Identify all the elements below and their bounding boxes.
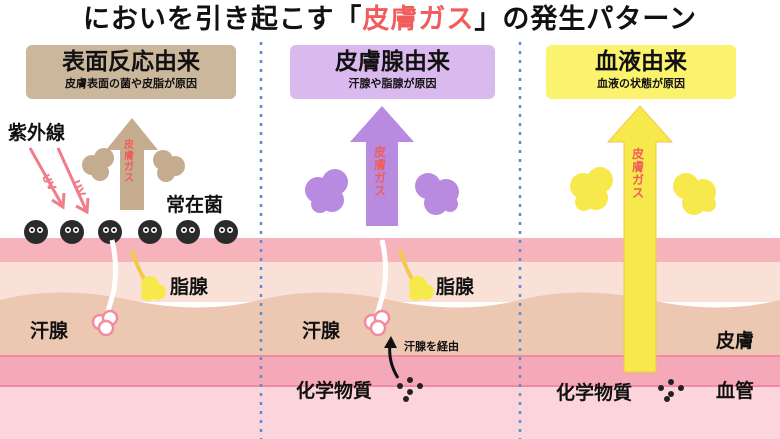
panel2-header: 皮膚腺由来 汗腺や脂腺が原因	[290, 45, 495, 99]
via-sweat-label: 汗腺を経由	[404, 340, 459, 353]
bacteria-label: 常在菌	[166, 194, 224, 216]
panel3-heading: 血液由来	[595, 49, 687, 75]
chemicals-label-2: 化学物質	[296, 380, 373, 402]
gas-cloud-2b	[415, 173, 459, 215]
sweat-gland-1	[91, 309, 119, 337]
panel1-subheading: 皮膚表面の菌や皮脂が原因	[65, 77, 197, 90]
panel3-subheading: 血液の状態が原因	[597, 77, 685, 90]
via-sweat-arrow	[384, 336, 400, 379]
bacteria-group	[24, 220, 238, 244]
uv-label: 紫外線	[8, 122, 66, 144]
title-before: においを引き起こす「	[82, 4, 363, 35]
panel1-heading: 表面反応由来	[62, 49, 200, 75]
hair-follicle-2	[373, 239, 389, 319]
gas-cloud-2a	[305, 169, 348, 213]
page-title: においを引き起こす「皮膚ガス」の発生パターン	[0, 2, 780, 38]
sweat-label-1: 汗腺	[30, 320, 69, 342]
gas-arrow-1	[106, 118, 158, 210]
sweat-label-2: 汗腺	[302, 320, 341, 342]
sebaceous-gland-2	[409, 276, 434, 301]
panel2-heading: 皮膚腺由来	[335, 49, 450, 75]
skin-label: 皮膚	[716, 330, 755, 352]
gas-cloud-3b	[673, 173, 716, 215]
sebaceous-label-2: 脂腺	[436, 276, 475, 298]
gas-arrow-3	[606, 105, 674, 373]
sebaceous-label-1: 脂腺	[170, 276, 209, 298]
dermis-layer	[0, 292, 780, 360]
chemical-dots-3	[658, 379, 684, 402]
panel3-header: 血液由来 血液の状態が原因	[546, 45, 736, 99]
chemical-dots-2	[397, 377, 423, 402]
gas-arrow-label-1: 皮膚ガス	[124, 140, 134, 184]
lower-tissue-layer	[0, 386, 780, 439]
sebaceous-gland-1	[141, 276, 166, 301]
title-highlight: 皮膚ガス	[362, 4, 475, 35]
uv-rays	[28, 147, 90, 215]
chemicals-label-3: 化学物質	[556, 382, 633, 404]
panel1-header: 表面反応由来 皮膚表面の菌や皮脂が原因	[26, 45, 236, 99]
title-after: 」の発生パターン	[474, 4, 698, 35]
panel2-subheading: 汗腺や脂腺が原因	[348, 77, 437, 90]
gas-arrow-label-3: 皮膚ガス	[632, 147, 645, 200]
vessel-label: 血管	[716, 380, 755, 402]
gas-cloud-1b	[153, 150, 185, 182]
gas-arrow-label-2: 皮膚ガス	[374, 145, 387, 198]
gas-cloud-1a	[82, 148, 114, 181]
gas-cloud-3a	[570, 167, 613, 211]
gas-arrow-2	[350, 106, 414, 226]
sweat-gland-2	[363, 309, 391, 337]
